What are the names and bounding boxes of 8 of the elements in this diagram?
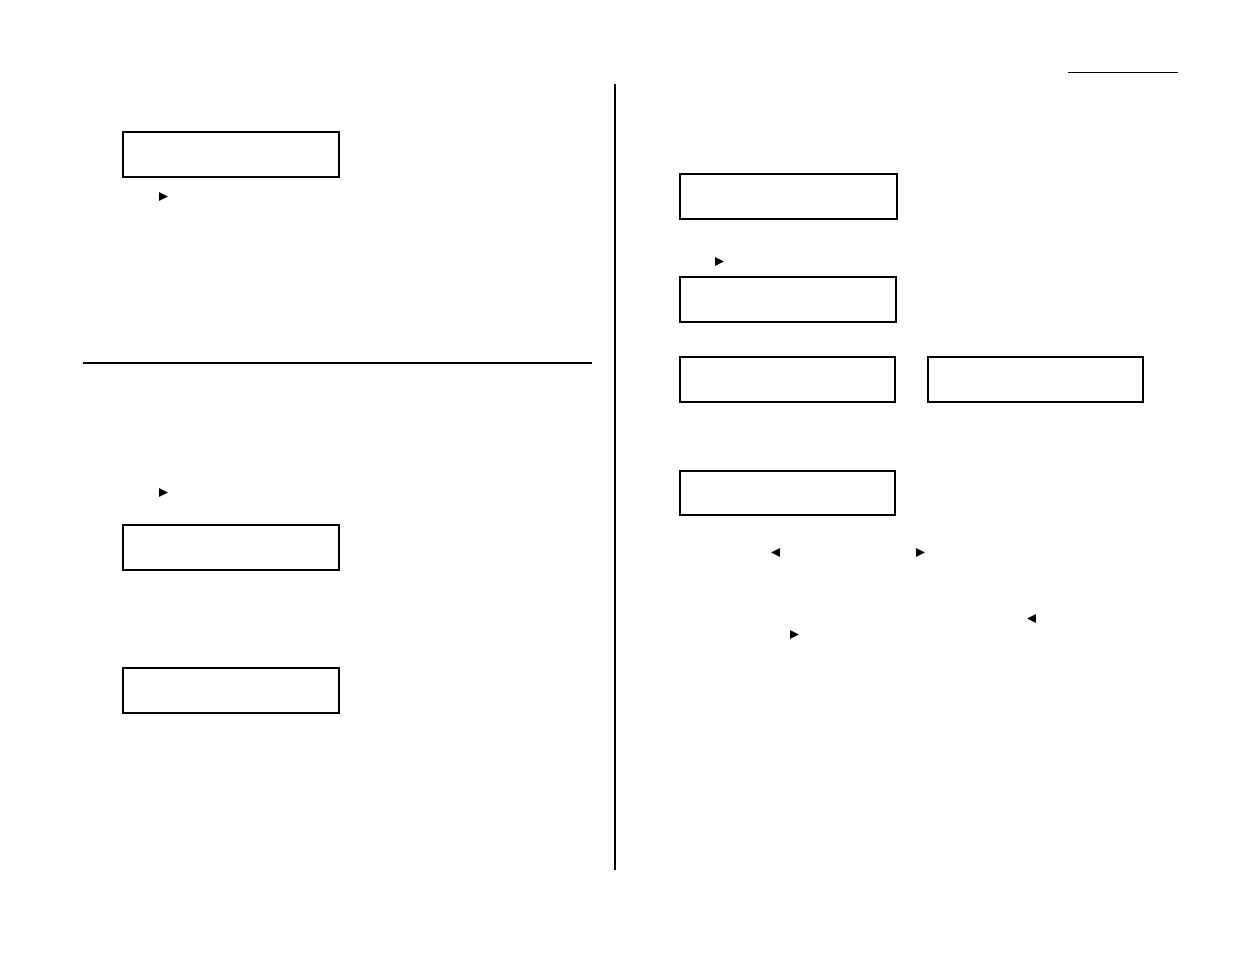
display-box [679,356,896,403]
display-box [122,667,340,714]
display-box [679,276,897,323]
display-box [927,356,1144,403]
display-box [679,173,898,220]
display-box [122,524,340,571]
display-box [679,470,896,516]
display-box [122,131,340,178]
